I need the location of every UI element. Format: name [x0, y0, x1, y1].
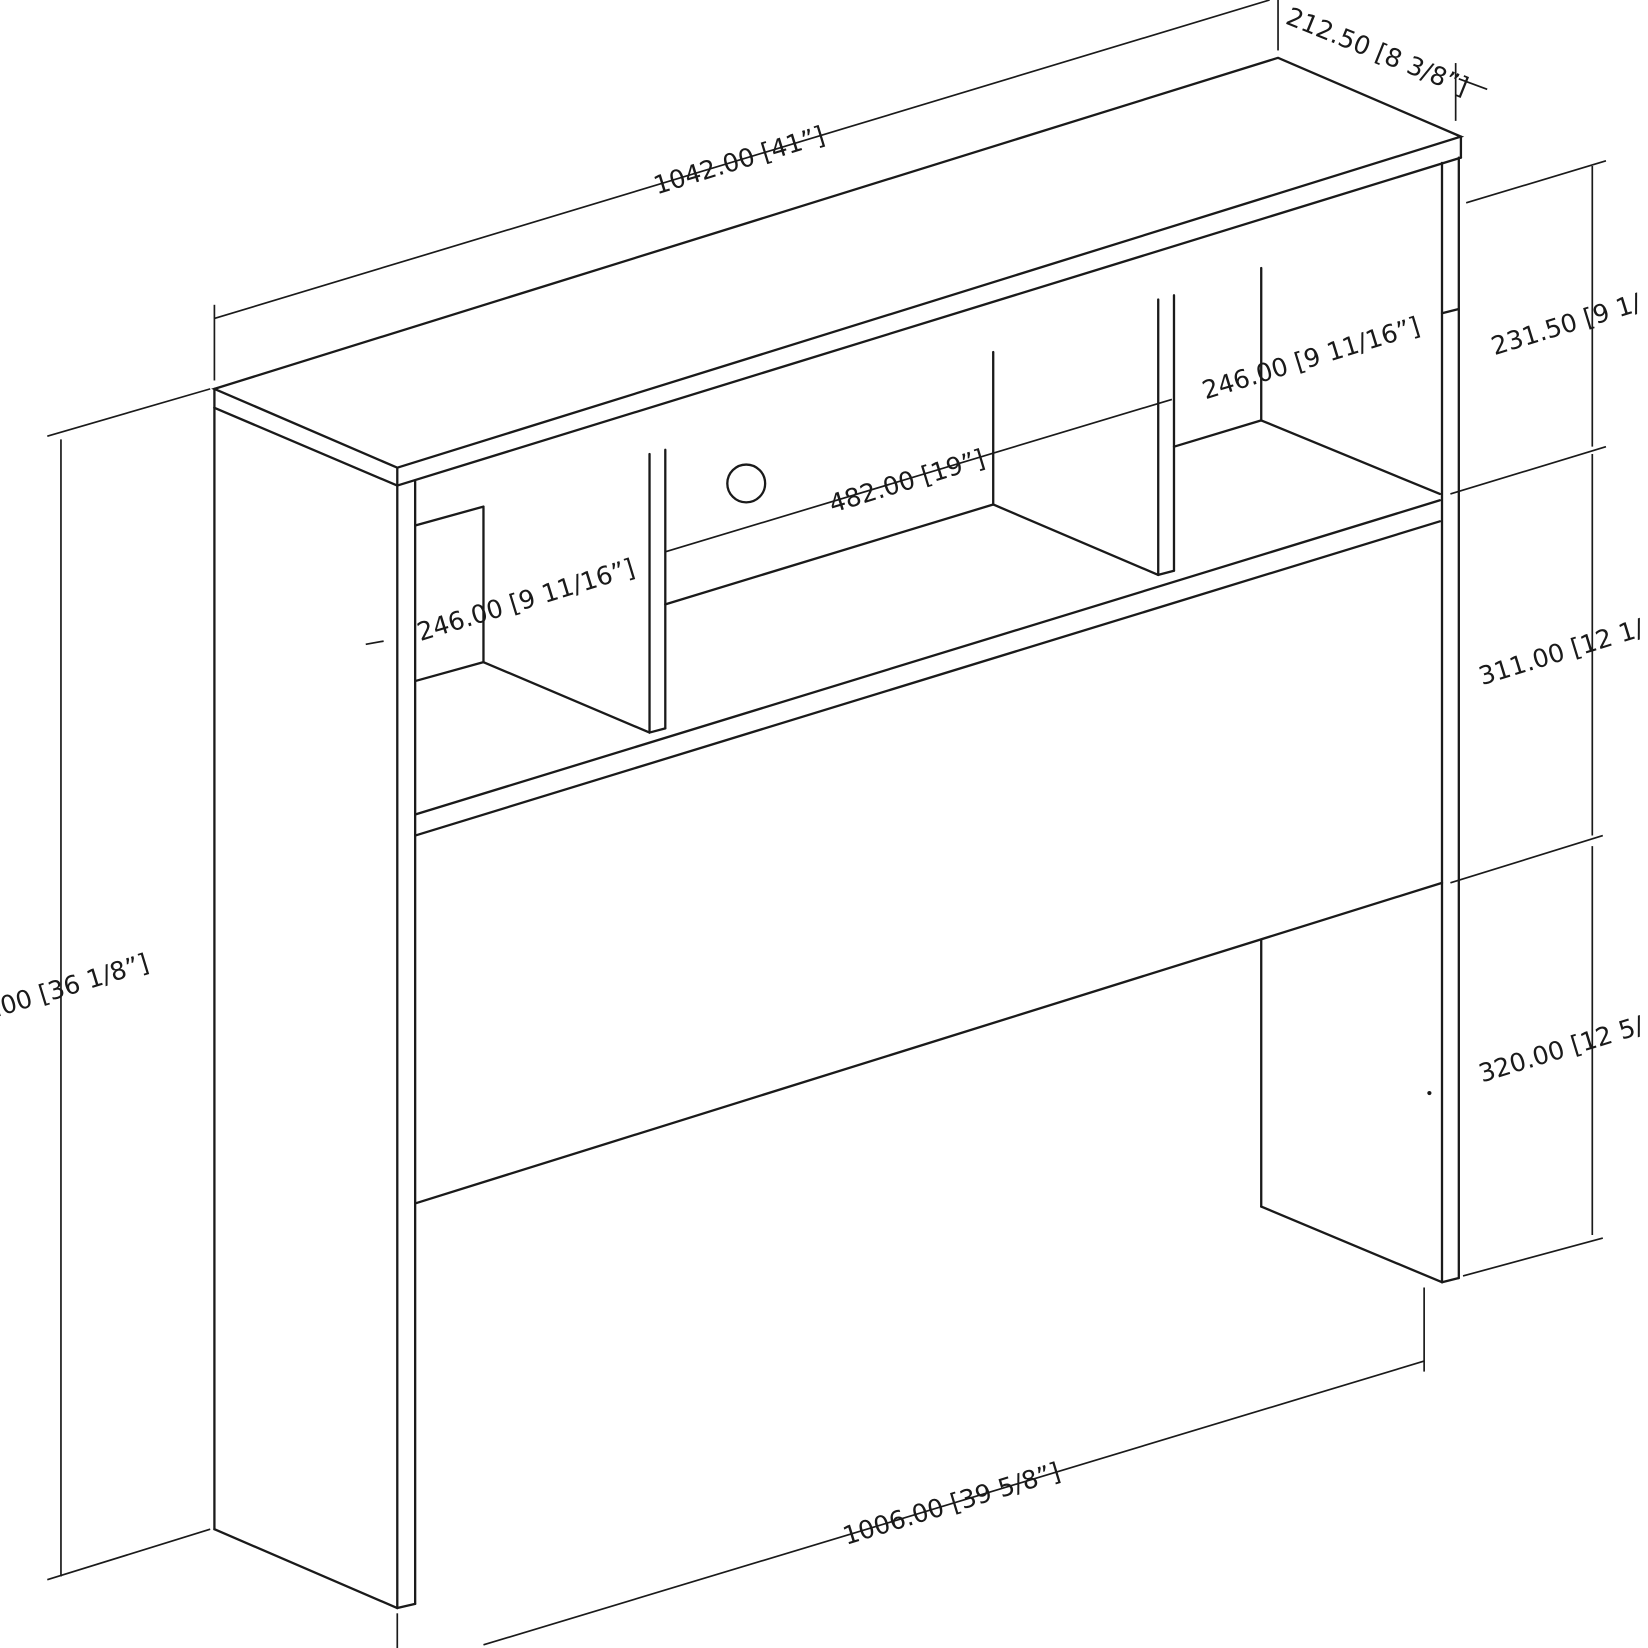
middle-height-label: 311.00 [12 1/	[1475, 613, 1647, 691]
overall-height-label: .00 [36 1/8”]	[0, 948, 152, 1023]
depth-label: 212.50 [8 3/8”]	[1282, 2, 1472, 101]
left-compartment-label: 246.00 [9 11/16”]	[414, 553, 638, 647]
lower-height-label: 320.00 [12 5/	[1475, 1010, 1647, 1088]
headboard-outline	[211, 56, 1465, 1610]
inner-width-label: 1006.00 [39 5/8”]	[839, 1457, 1063, 1551]
overall-width-label: 1042.00 [41”]	[650, 121, 828, 201]
dimension-lines	[47, 0, 1607, 1648]
cable-hole	[726, 463, 767, 504]
upper-height-label: 231.50 [9 1/	[1488, 288, 1645, 361]
dimension-labels: 1042.00 [41”] 212.50 [8 3/8”] .00 [36 1/…	[0, 2, 1647, 1551]
right-compartment-label: 246.00 [9 11/16”]	[1199, 311, 1423, 405]
center-opening-label: 482.00 [19”]	[826, 444, 989, 519]
